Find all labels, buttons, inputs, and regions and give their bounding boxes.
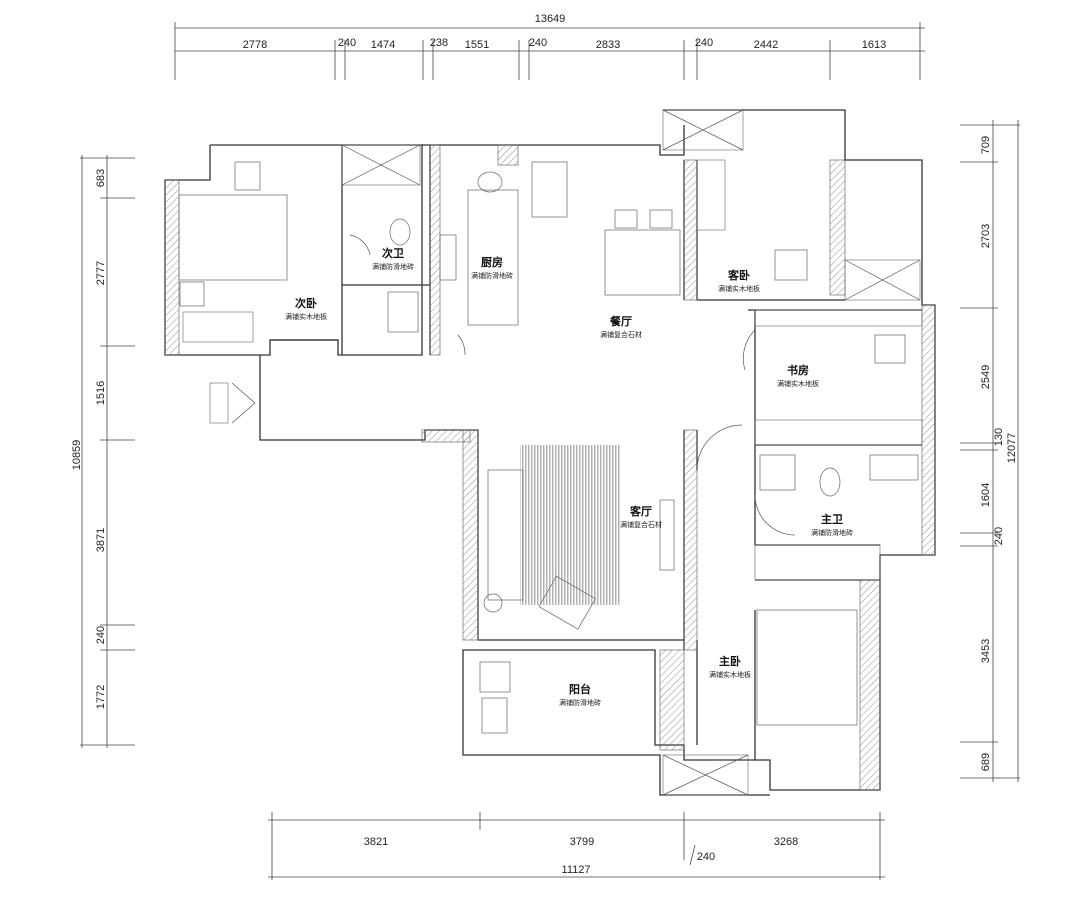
bottom-extra: 240 <box>697 851 715 863</box>
room-name-second-bath: 次卫 <box>382 246 404 260</box>
bed-master-bedroom <box>756 609 858 726</box>
left-total: 10859 <box>71 440 83 471</box>
right-seg-7: 3453 <box>980 639 992 663</box>
top-seg-6: 240 <box>529 37 547 49</box>
room-name-master-bath: 主卫 <box>821 512 843 526</box>
room-name-second-bedroom: 次卧 <box>295 296 317 310</box>
kitchen-counter <box>467 189 519 326</box>
top-seg-8: 240 <box>695 37 713 49</box>
room-name-living: 客厅 <box>629 504 652 518</box>
living-sofa <box>487 469 524 601</box>
top-seg-1: 2778 <box>243 39 267 51</box>
bottom-dimension: 3821 3799 3268 240 11127 <box>268 812 885 880</box>
left-seg-3: 1516 <box>95 381 107 405</box>
room-floor-study: 满铺实木地板 <box>777 379 819 388</box>
left-seg-4: 3871 <box>95 528 107 552</box>
room-name-kitchen: 厨房 <box>481 255 503 269</box>
toilet-master-bath <box>819 467 841 497</box>
dining-table <box>604 229 681 296</box>
windows <box>182 109 923 796</box>
left-seg-1: 683 <box>95 169 107 187</box>
top-total: 13649 <box>535 13 566 25</box>
left-seg-2: 2777 <box>95 261 107 285</box>
room-floor-second-bath: 满铺防滑地砖 <box>372 262 414 271</box>
room-floor-second-bedroom: 满铺实木地板 <box>285 312 327 321</box>
bottom-seg-1: 3821 <box>364 836 388 848</box>
room-floor-living: 满铺复合石材 <box>620 520 662 529</box>
furniture <box>178 161 919 734</box>
top-seg-5: 1551 <box>465 39 489 51</box>
top-seg-2: 240 <box>338 37 356 49</box>
room-floor-guest-bedroom: 满铺实木地板 <box>718 284 760 293</box>
right-seg-1: 709 <box>980 136 992 154</box>
right-seg-5: 1604 <box>980 483 992 507</box>
top-seg-3: 1474 <box>371 39 395 51</box>
top-seg-10: 1613 <box>862 39 886 51</box>
room-floor-dining: 满铺复合石材 <box>600 330 642 339</box>
right-dimension: 709 2703 2549 130 1604 240 3453 689 1207… <box>960 120 1020 782</box>
right-seg-4: 130 <box>993 428 1005 446</box>
top-seg-7: 2833 <box>596 39 620 51</box>
right-seg-6: 240 <box>993 527 1005 545</box>
top-seg-9: 2442 <box>754 39 778 51</box>
bottom-seg-2: 3799 <box>570 836 594 848</box>
top-dimension: 13649 2778 240 1474 238 1551 240 2833 24… <box>174 13 925 80</box>
right-seg-2: 2703 <box>980 224 992 248</box>
room-floor-master-bath: 满铺防滑地砖 <box>811 528 853 537</box>
room-floor-balcony: 满铺防滑地砖 <box>559 698 601 707</box>
toilet-second-bath <box>389 218 411 246</box>
room-name-guest-bedroom: 客卧 <box>727 268 750 282</box>
left-dimension: 10859 683 2777 1516 3871 240 1772 <box>71 155 135 748</box>
room-floor-kitchen: 满铺防滑地砖 <box>471 271 513 280</box>
left-seg-5: 240 <box>95 626 107 644</box>
room-name-balcony: 阳台 <box>569 682 591 696</box>
bed-second-bedroom <box>178 194 288 281</box>
living-rug <box>520 445 620 605</box>
hatched-walls <box>164 144 936 791</box>
room-labels: 次卧 满铺实木地板 次卫 满铺防滑地砖 厨房 满铺防滑地砖 餐厅 满铺复合石材 … <box>285 246 853 707</box>
room-floor-master-bedroom: 满铺实木地板 <box>709 670 751 679</box>
right-seg-8: 689 <box>980 753 992 771</box>
right-seg-3: 2549 <box>980 365 992 389</box>
left-seg-6: 1772 <box>95 685 107 709</box>
bottom-seg-3: 3268 <box>774 836 798 848</box>
room-name-master-bedroom: 主卧 <box>719 654 741 668</box>
room-name-study: 书房 <box>787 363 809 377</box>
right-total: 12077 <box>1006 433 1018 464</box>
bottom-total: 11127 <box>562 864 591 876</box>
room-name-dining: 餐厅 <box>609 314 632 328</box>
top-seg-4: 238 <box>430 37 448 49</box>
doors <box>349 234 796 536</box>
